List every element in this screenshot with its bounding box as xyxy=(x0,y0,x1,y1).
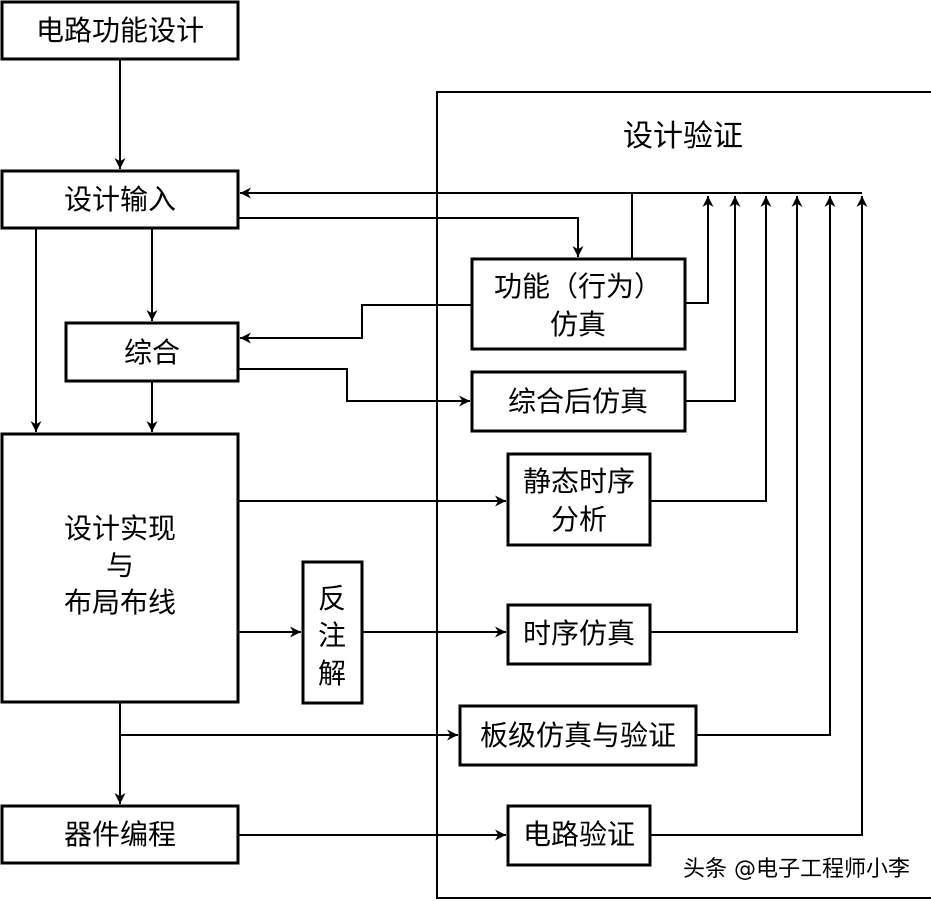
design-verification-frame xyxy=(436,91,931,899)
feedback-functional-sim xyxy=(685,196,714,304)
back-annotation-label-line2: 注 xyxy=(318,619,346,652)
circuit-verification-label: 电路验证 xyxy=(523,818,635,851)
static-timing-analysis-label-line2: 分析 xyxy=(551,503,607,536)
arrow-input-to-functional-sim xyxy=(238,217,584,257)
feedback-timing-sim xyxy=(650,196,803,633)
design-verification-title: 设计验证 xyxy=(623,119,743,154)
back-annotation-label-line3: 解 xyxy=(318,657,346,690)
static-timing-analysis-box: 静态时序 分析 xyxy=(506,452,652,547)
circuit-verification-box: 电路验证 xyxy=(506,804,652,867)
back-annotation-label-line1: 反 xyxy=(318,582,346,615)
timing-simulation-label: 时序仿真 xyxy=(523,617,635,650)
device-programming-box: 器件编程 xyxy=(0,804,240,865)
static-timing-analysis-label-line1: 静态时序 xyxy=(523,465,635,498)
design-input-box: 设计输入 xyxy=(0,169,240,230)
post-synthesis-simulation-label: 综合后仿真 xyxy=(508,385,648,418)
feedback-circuit-verification xyxy=(650,196,868,836)
timing-simulation-box: 时序仿真 xyxy=(506,603,652,666)
design-input-label: 设计输入 xyxy=(64,183,176,216)
functional-simulation-box: 功能（行为） 仿真 xyxy=(470,257,687,351)
post-synthesis-simulation-box: 综合后仿真 xyxy=(470,370,687,433)
board-simulation-box: 板级仿真与验证 xyxy=(458,704,698,767)
feedback-static-timing xyxy=(650,196,772,502)
device-programming-label: 器件编程 xyxy=(64,818,176,851)
circuit-function-design-box: 电路功能设计 xyxy=(0,0,240,61)
functional-simulation-label-line1: 功能（行为） xyxy=(494,270,662,303)
synthesis-box: 综合 xyxy=(64,321,240,383)
implementation-label-line1: 设计实现 xyxy=(64,512,176,545)
synthesis-label: 综合 xyxy=(124,336,180,369)
implementation-label-line2: 与 xyxy=(106,549,134,582)
watermark-text: 头条 @电子工程师小李 xyxy=(683,857,910,882)
implementation-box: 设计实现 与 布局布线 xyxy=(0,432,240,704)
arrow-synthesis-to-post-synthesis-sim xyxy=(238,368,470,407)
circuit-function-design-label: 电路功能设计 xyxy=(36,14,204,47)
board-simulation-label: 板级仿真与验证 xyxy=(480,719,676,752)
implementation-label-line3: 布局布线 xyxy=(64,586,176,619)
back-annotation-box: 反 注 解 xyxy=(301,560,364,705)
feedback-post-synthesis-sim xyxy=(685,196,741,402)
arrow-functional-sim-to-synthesis xyxy=(240,304,472,344)
feedback-board-sim xyxy=(696,196,836,736)
functional-simulation-label-line2: 仿真 xyxy=(550,308,606,341)
